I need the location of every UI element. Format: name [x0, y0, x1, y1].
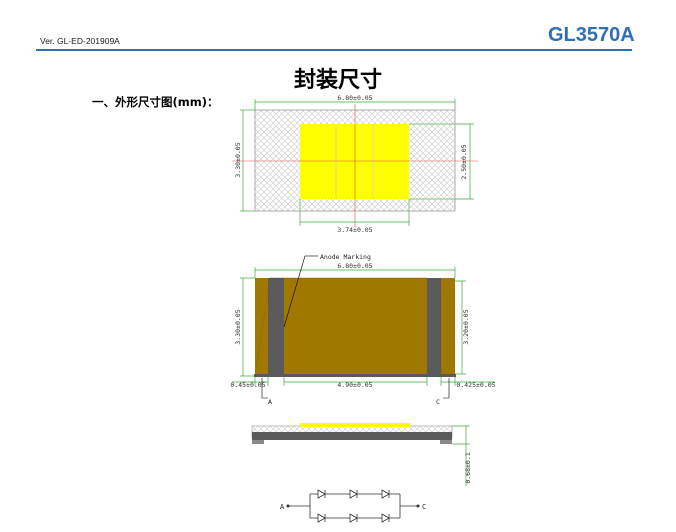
bottom-base-strip — [254, 374, 456, 377]
emitter-height-label: 2.50±0.05 — [460, 144, 468, 179]
circuit-cathode-label: C — [422, 503, 426, 511]
anode-terminal — [286, 504, 290, 508]
cathode-electrode — [427, 278, 441, 376]
center-width-label: 4.90±0.05 — [337, 381, 372, 389]
led-symbols — [317, 489, 390, 523]
circuit-anode-label: A — [280, 503, 285, 511]
emitter-chip-lines — [335, 124, 374, 199]
circuit-diagram — [288, 493, 418, 519]
side-view — [251, 423, 470, 486]
emitter-area — [300, 124, 409, 199]
header-rule — [36, 49, 632, 51]
top-height-label: 3.30±0.05 — [234, 142, 242, 177]
bottom-anode-label: A — [268, 398, 272, 406]
bottom-view-dims — [232, 267, 495, 386]
electrode-leaders — [261, 378, 450, 399]
anode-electrode — [268, 278, 284, 376]
inner-height-label: 3.20±0.05 — [462, 309, 470, 344]
page-title: 封装尺寸 — [293, 68, 382, 93]
bottom-height-label: 3.30±0.05 — [234, 309, 242, 344]
emitter-width-label: 3.74±0.05 — [337, 226, 372, 234]
top-width-label: 6.80±0.05 — [337, 94, 372, 102]
thickness-label: 0.68±0.1 — [464, 452, 472, 483]
bottom-cathode-label: C — [436, 398, 440, 406]
left-pad-label: 0.45±0.05 — [230, 381, 265, 389]
section-heading: 一、外形尺寸图(mm)： — [92, 95, 219, 109]
document-version: Ver. GL-ED-201909A — [40, 36, 120, 46]
right-pad-label: 0.425±0.05 — [456, 381, 495, 389]
bottom-width-label: 6.80±0.05 — [337, 262, 372, 270]
anode-marking-label: Anode Marking — [320, 253, 371, 261]
model-number: GL3570A — [548, 24, 635, 46]
center-lines — [232, 104, 478, 228]
cathode-terminal — [416, 504, 420, 508]
anode-marking-leader — [283, 255, 318, 328]
